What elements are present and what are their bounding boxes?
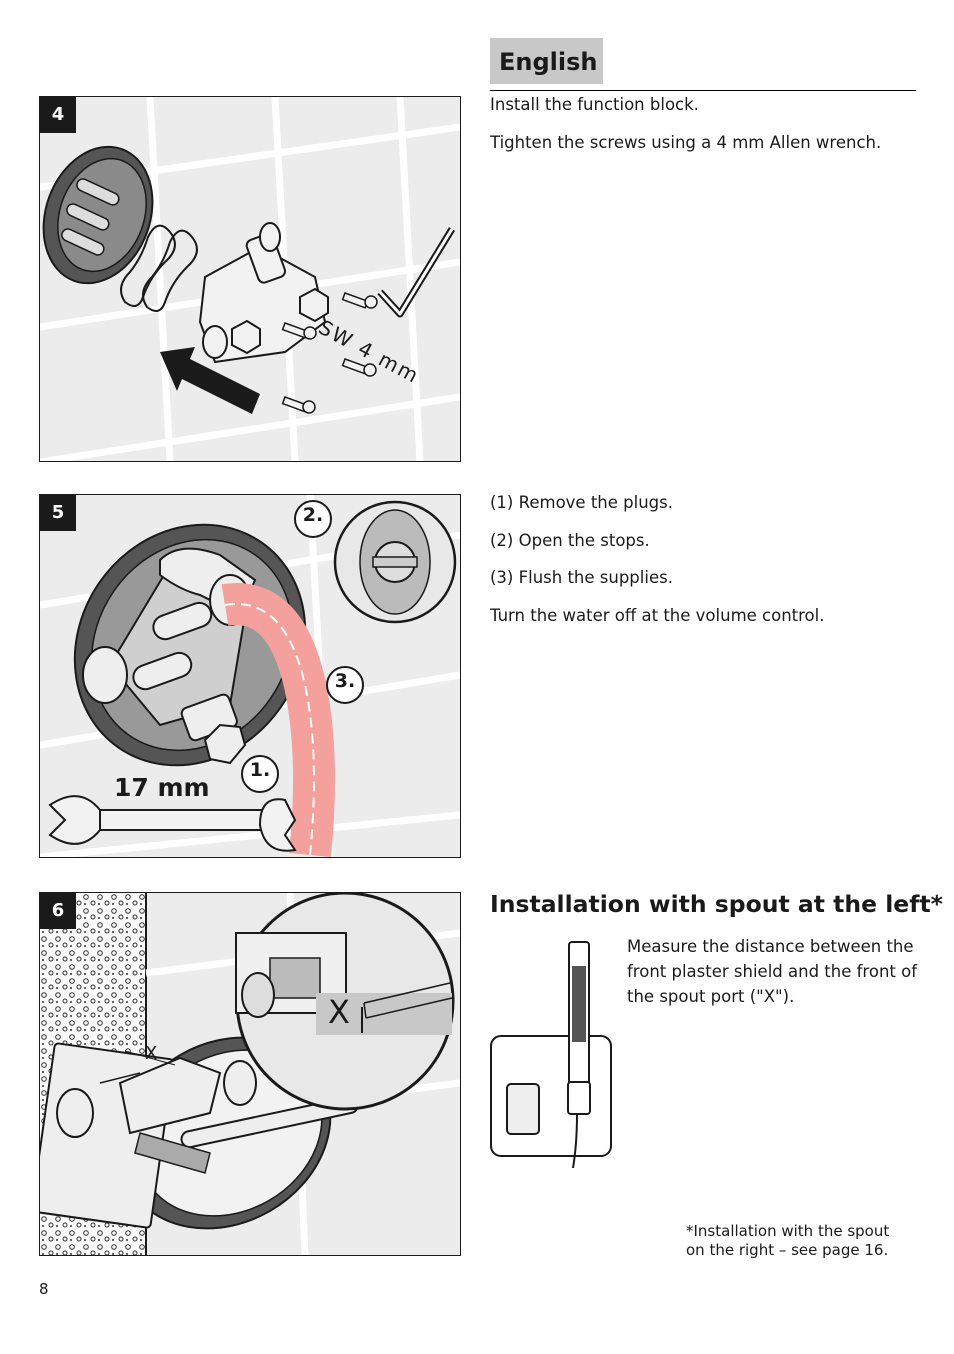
step-5-instruction-3: (3) Flush the supplies. (490, 568, 673, 587)
step-5-instruction-4: Turn the water off at the volume control… (490, 605, 825, 625)
step-4-illustration (40, 97, 460, 461)
spout-diagram (490, 941, 612, 1168)
step-6-instruction-1: Measure the distance between the front p… (627, 937, 918, 1006)
callout-1: 1. (249, 759, 271, 781)
language-tab: English (490, 38, 603, 84)
step-5-instruction-1: (1) Remove the plugs. (490, 493, 673, 512)
step-5-illustration (40, 495, 460, 857)
measure-x-label: X (145, 1043, 158, 1064)
header-rule (490, 90, 916, 91)
callout-3: 3. (334, 670, 356, 692)
figure-step-6: 6 (39, 892, 461, 1256)
figure-step-4: 4 (39, 96, 461, 462)
page-number: 8 (39, 1280, 49, 1298)
step-number-5: 5 (40, 495, 76, 531)
step-4-instruction-1: Install the function block. (490, 95, 699, 114)
step-5-instruction-2: (2) Open the stops. (490, 530, 650, 550)
step-5-text: (1) Remove the plugs. (2) Open the stops… (490, 492, 920, 642)
step-6-illustration (40, 893, 460, 1255)
step-4-instruction-2: Tighten the screws using a 4 mm Allen wr… (490, 132, 882, 152)
callout-2: 2. (302, 504, 324, 526)
step-number-4: 4 (40, 97, 76, 133)
step-6-text: Measure the distance between the front p… (627, 934, 937, 1025)
detail-x-label: X (328, 993, 350, 1031)
wrench-size-label: 17 mm (114, 773, 210, 802)
section-heading: Installation with spout at the left* (490, 890, 943, 918)
step-number-6: 6 (40, 893, 76, 929)
step-4-text: Install the function block. Tighten the … (490, 94, 920, 169)
footnote: *Installation with the spout on the righ… (686, 1222, 890, 1259)
figure-step-5: 5 (39, 494, 461, 858)
